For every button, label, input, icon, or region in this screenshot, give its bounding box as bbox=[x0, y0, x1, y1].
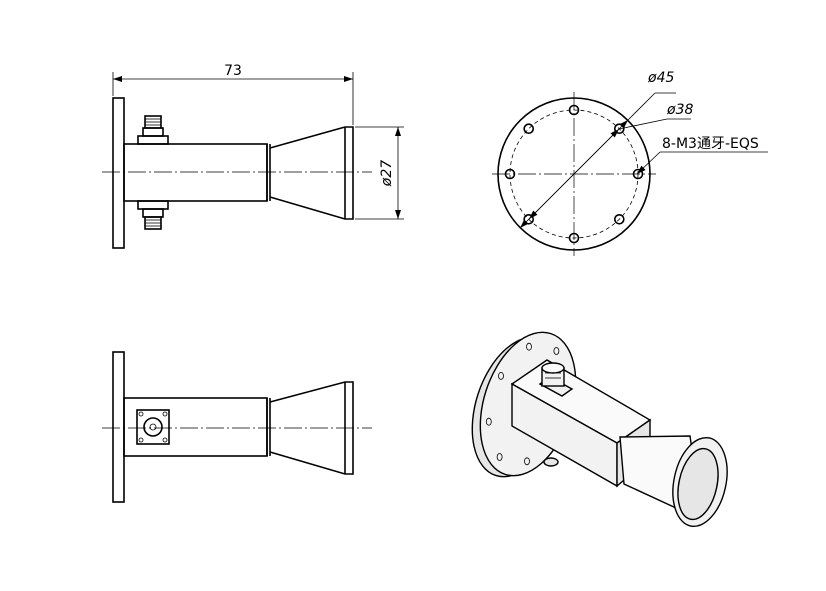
iso-bolt-hole bbox=[498, 371, 504, 380]
flange-diameter-text: ø45 bbox=[647, 70, 674, 86]
iso-bolt-hole bbox=[526, 342, 532, 351]
end-view: ø45 ø38 8-M3通牙-EQS bbox=[492, 70, 768, 256]
iso-bolt-hole bbox=[496, 453, 503, 461]
bolt-circle-text: ø38 bbox=[666, 102, 693, 118]
front-view: 73 ø27 bbox=[102, 63, 404, 249]
flange-plate-side bbox=[112, 351, 125, 503]
mouth-diameter-text: ø27 bbox=[379, 160, 395, 187]
iso-bolt-hole bbox=[553, 347, 560, 355]
bolt-hole bbox=[504, 168, 516, 180]
top-connector bbox=[137, 115, 169, 145]
hole-note-text: 8-M3通牙-EQS bbox=[662, 136, 759, 152]
waveguide-body-side bbox=[123, 397, 268, 457]
bottom-connector bbox=[137, 200, 169, 230]
bolt-hole bbox=[523, 123, 535, 134]
iso-connector bbox=[538, 362, 574, 397]
flange-plate bbox=[112, 97, 125, 249]
waveguide-body bbox=[123, 143, 268, 202]
length-dimension-text: 73 bbox=[224, 63, 242, 79]
horn-cone bbox=[269, 126, 354, 220]
iso-bolt-hole bbox=[485, 417, 492, 426]
iso-bolt-hole bbox=[524, 457, 530, 466]
bolt-hole bbox=[568, 104, 580, 116]
bolt-hole bbox=[568, 232, 580, 244]
isometric-view bbox=[471, 331, 728, 528]
connector-face bbox=[136, 409, 170, 445]
side-view bbox=[102, 351, 372, 503]
